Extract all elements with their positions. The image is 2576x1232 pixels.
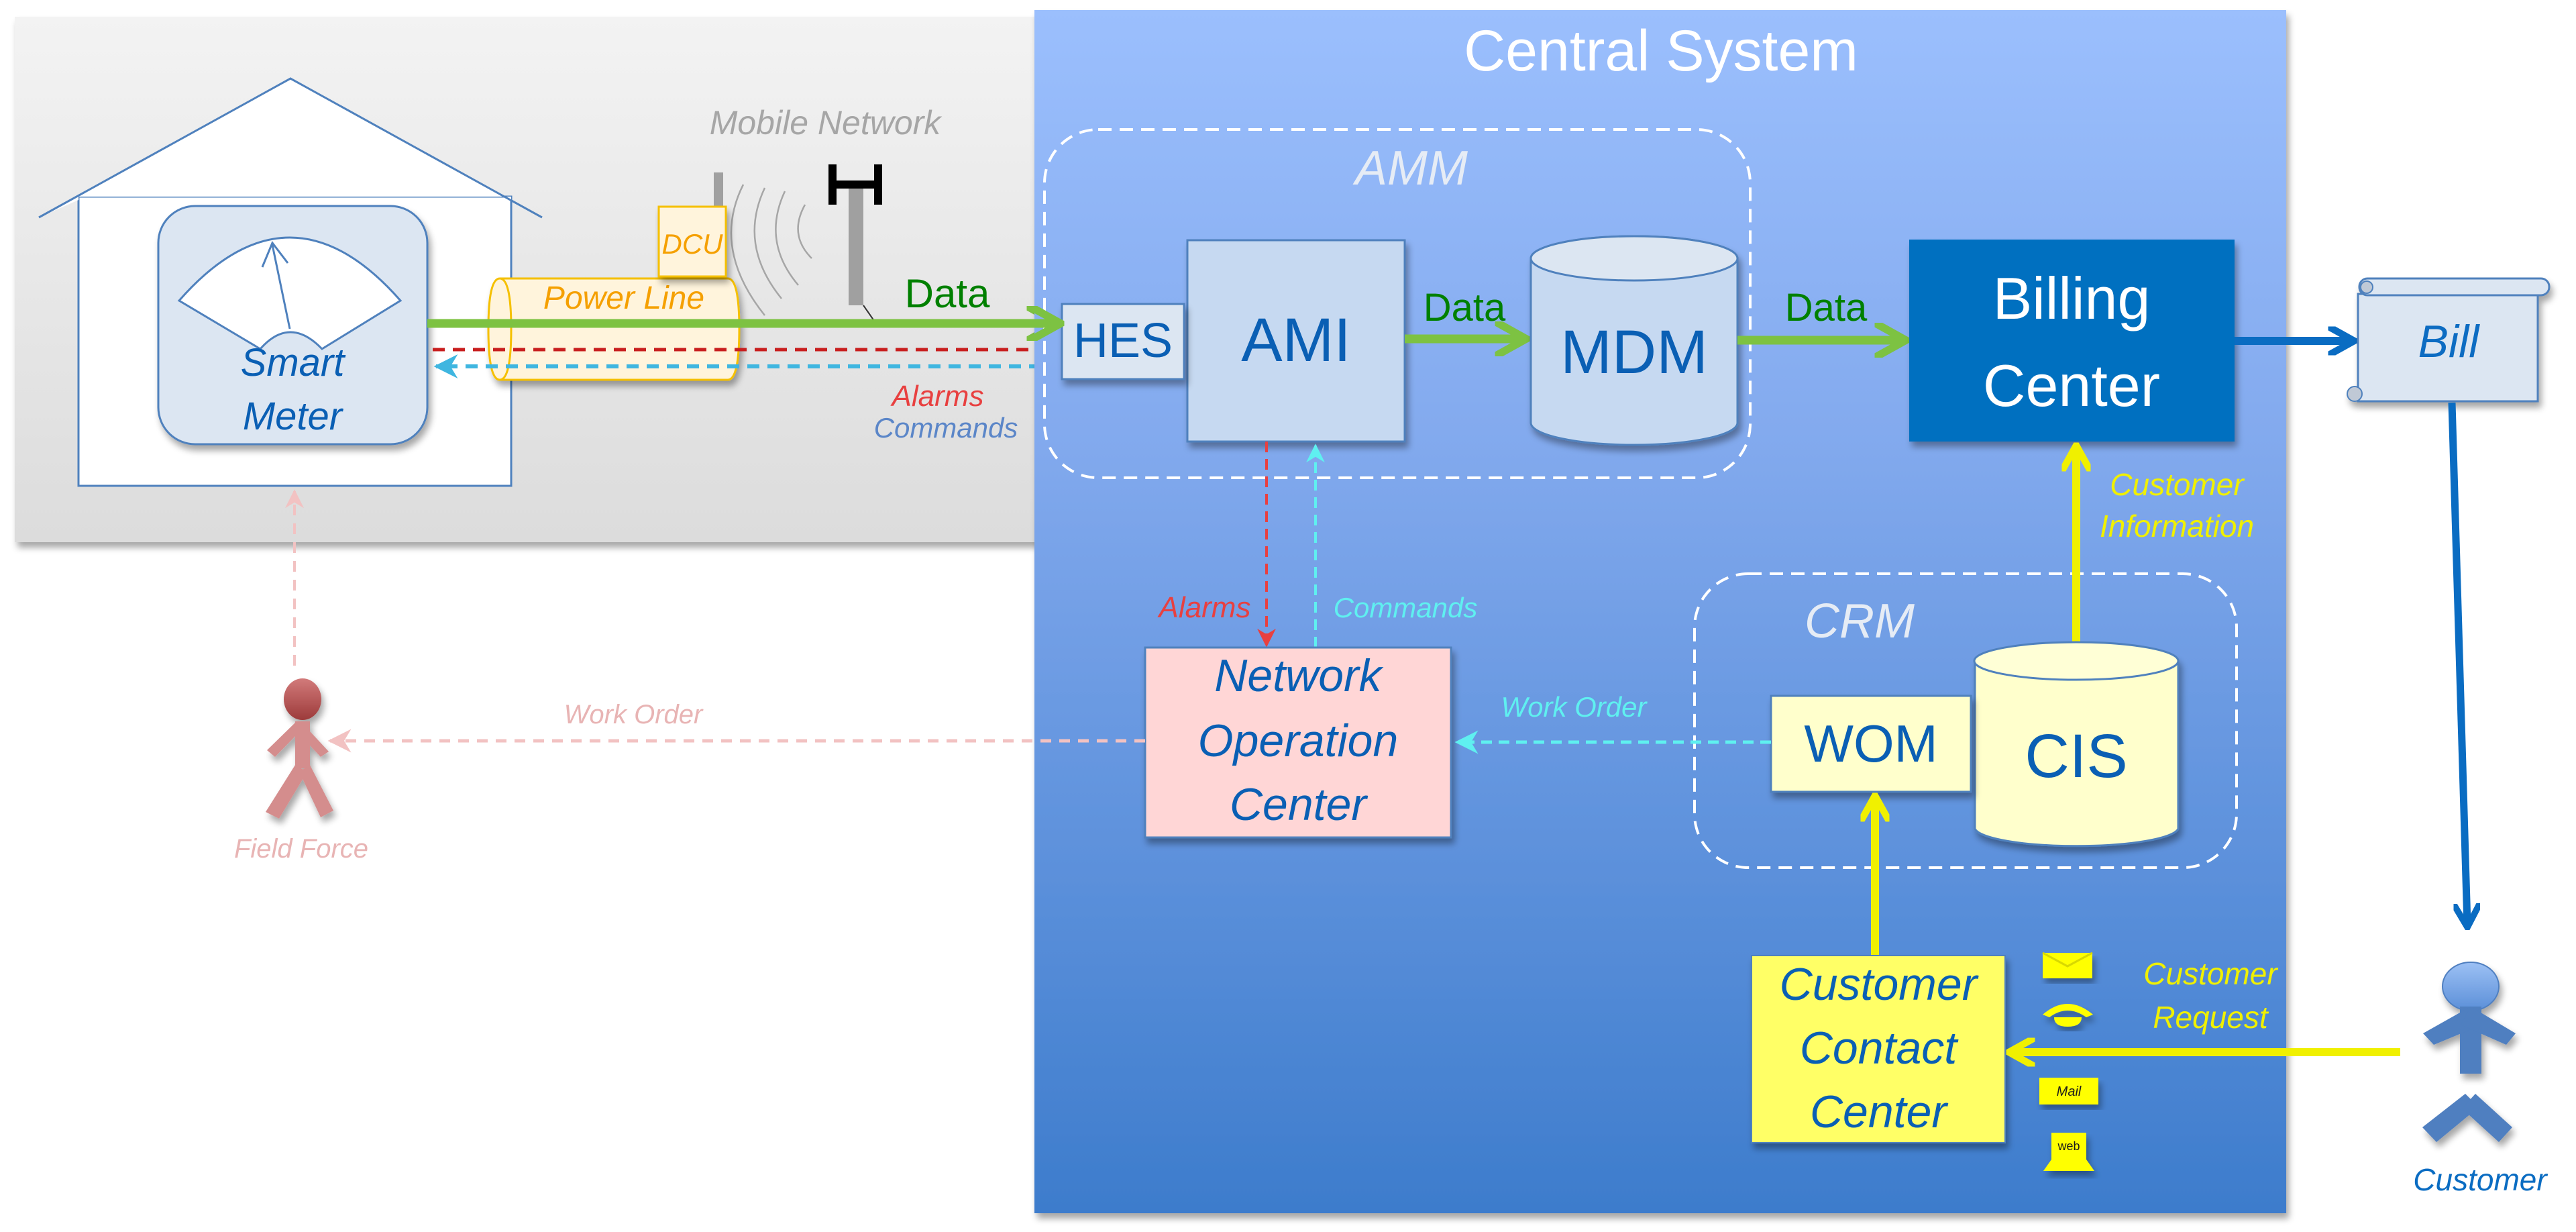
field-force-label: Field Force	[234, 834, 368, 864]
envelope-icon	[2042, 952, 2093, 978]
commands-label-noc: Commands	[1334, 592, 1478, 623]
hes-label: HES	[1073, 314, 1173, 368]
telephone-icon	[2043, 1004, 2093, 1027]
crm-label: CRM	[1805, 595, 1915, 648]
dcu-antenna-icon	[714, 172, 723, 207]
cis-node[interactable]: CIS	[1973, 641, 2180, 848]
ami-node[interactable]: AMI	[1186, 239, 1406, 443]
customer-information-label-line1: Customer	[2110, 467, 2245, 502]
smart-meter-label-line2: Meter	[243, 395, 344, 438]
billing-center-node[interactable]: Billing Center	[1909, 240, 2235, 442]
field-force-actor-icon	[266, 678, 333, 819]
work-order-label-field: Work Order	[564, 700, 704, 729]
central-system-title: Central System	[1464, 19, 1858, 83]
billing-center-label-line1: Billing	[1993, 265, 2151, 331]
wom-label: WOM	[1804, 714, 1937, 773]
customer-contact-center-node[interactable]: Customer Contact Center	[1751, 955, 2006, 1143]
bill-label: Bill	[2418, 316, 2481, 367]
ccc-label-line3: Center	[1810, 1086, 1948, 1137]
customer-request-label-line2: Request	[2153, 1000, 2269, 1035]
mdm-node[interactable]: MDM	[1529, 235, 1739, 446]
amm-group	[1043, 128, 1752, 479]
crm-group	[1693, 572, 2238, 869]
customer-request-label-line1: Customer	[2143, 956, 2278, 991]
customer-actor-icon	[2422, 962, 2516, 1142]
cell-tower-icon	[828, 164, 882, 321]
web-terminal-icon: web	[2043, 1133, 2094, 1171]
commands-label-premises: Commands	[874, 412, 1018, 444]
gauge-icon	[177, 236, 402, 350]
data-label-mdm-billing: Data	[1785, 286, 1868, 329]
data-label-meter: Data	[905, 271, 990, 316]
mail-tray-label: Mail	[2057, 1084, 2082, 1099]
ccc-label-line1: Customer	[1780, 959, 1979, 1010]
noc-label-line3: Center	[1230, 779, 1368, 830]
hes-node[interactable]: HES	[1061, 303, 1185, 380]
ami-label: AMI	[1241, 306, 1351, 374]
web-terminal-label: web	[2057, 1139, 2080, 1153]
work-order-label-noc: Work Order	[1501, 691, 1648, 723]
signal-waves-icon	[730, 184, 812, 316]
dcu-node[interactable]: DCU	[657, 205, 727, 278]
ccc-label-line2: Contact	[1800, 1023, 1959, 1074]
billing-center-label-line2: Center	[1983, 352, 2160, 419]
power-line-label: Power Line	[543, 280, 704, 316]
mdm-label: MDM	[1560, 318, 1708, 387]
customer-actor-label: Customer	[2413, 1162, 2548, 1197]
data-label-ami-mdm: Data	[1424, 286, 1506, 329]
smart-meter-label-line1: Smart	[241, 341, 347, 384]
mail-tray-icon: Mail	[2039, 1078, 2098, 1105]
customer-information-label-line2: Information	[2100, 509, 2254, 544]
alarms-label-noc: Alarms	[1157, 591, 1251, 624]
bill-document-node[interactable]: Bill	[2347, 277, 2551, 403]
network-operation-center-node[interactable]: Network Operation Center	[1144, 646, 1452, 839]
wom-node[interactable]: WOM	[1770, 695, 1972, 793]
noc-label-line2: Operation	[1198, 715, 1399, 766]
mobile-network-label: Mobile Network	[710, 104, 943, 142]
bill-arrow-bill-to-customer	[2448, 402, 2467, 925]
dcu-label: DCU	[662, 228, 724, 260]
amm-label: AMM	[1352, 142, 1468, 195]
noc-label-line1: Network	[1214, 650, 1383, 701]
cis-label: CIS	[2025, 722, 2127, 790]
smart-meter-node[interactable]: Smart Meter	[157, 205, 429, 446]
alarms-label-premises: Alarms	[890, 380, 984, 413]
power-line-node[interactable]: Power Line	[487, 277, 741, 381]
